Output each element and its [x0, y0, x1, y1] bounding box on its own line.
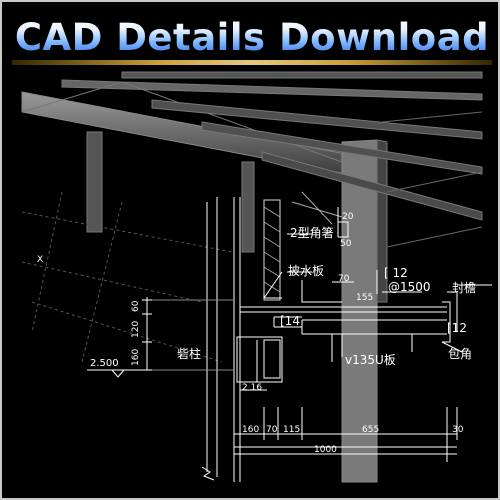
label-panel: v135U板 — [345, 353, 396, 367]
label-dim-bottom-0: 160 — [242, 425, 259, 435]
label-channel-right: [12 — [447, 321, 467, 335]
label-dim-bottom-2: 115 — [283, 425, 300, 435]
banner-title: CAD Details Download — [2, 16, 498, 60]
drawing-labels: 2型角箸 披水板 砦柱 封檐 包角 [ 12 [12 @1500 [14 v13… — [90, 212, 476, 455]
label-dim-bottom-1: 70 — [266, 425, 278, 435]
label-dim-160v: 160 — [131, 349, 141, 366]
label-elevation: 2.500 — [90, 358, 119, 369]
label-dim-155: 155 — [356, 293, 373, 303]
steel-frame-3d: X — [21, 71, 483, 483]
label-dim-total: 1000 — [314, 445, 337, 455]
label-drain-board: 披水板 — [288, 264, 324, 278]
label-dim-120: 120 — [131, 321, 141, 338]
gold-band — [12, 60, 492, 65]
label-spacing: @1500 — [388, 280, 431, 294]
label-dim-50: 50 — [340, 239, 352, 249]
label-angle-code: 2型角箸 — [290, 225, 334, 240]
label-dim-20: 20 — [342, 212, 354, 222]
label-wrap-angle: 包角 — [448, 347, 472, 361]
label-dim-30: 30 — [452, 425, 464, 435]
label-channel: [ 12 — [384, 266, 408, 280]
label-channel14: [14 — [280, 314, 300, 328]
label-dim-70: 70 — [338, 274, 350, 284]
label-dim-bottom-3: 655 — [362, 425, 379, 435]
label-seal-edge: 封檐 — [452, 281, 476, 295]
label-dim-60: 60 — [131, 300, 141, 312]
svg-text:X: X — [37, 255, 43, 265]
section-detail — [87, 197, 492, 482]
label-post: 砦柱 — [177, 346, 201, 361]
label-dim-16: 2 16 — [242, 383, 262, 393]
